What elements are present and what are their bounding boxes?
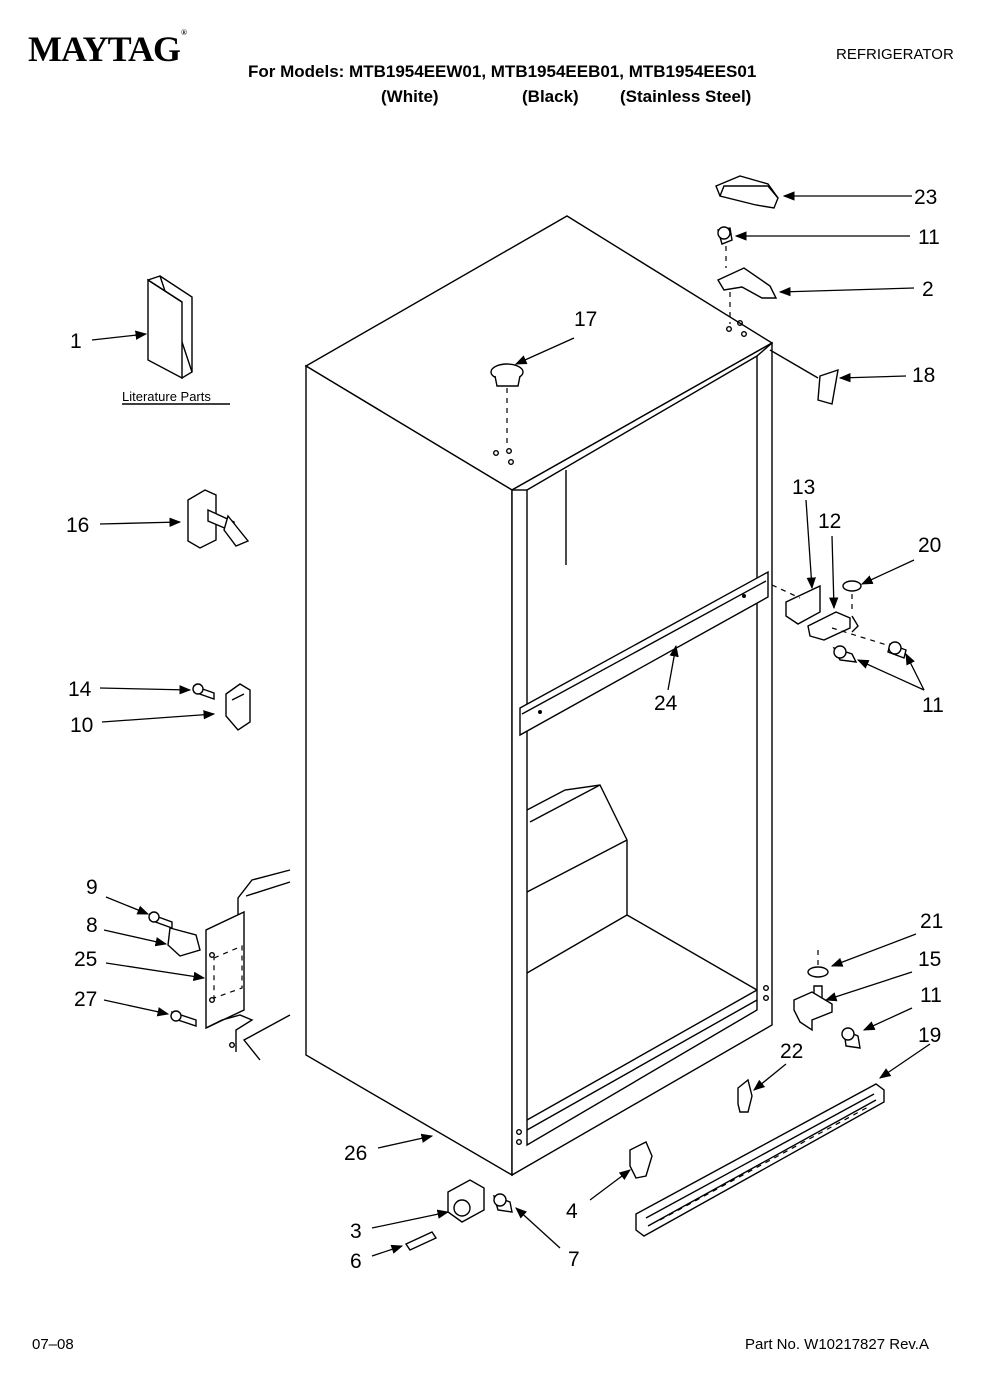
callout-1: 1: [70, 330, 82, 353]
grille-clip-part-lower: [629, 1141, 653, 1179]
product-category: REFRIGERATOR: [836, 46, 954, 63]
callout-22: 22: [780, 1040, 803, 1063]
callout-11-bottom: 11: [920, 984, 942, 1007]
leader-arrows: [91, 191, 931, 1257]
top-hinge-screw: [717, 226, 733, 268]
callout-8: 8: [86, 914, 98, 937]
center-hinge-assembly: [771, 580, 907, 663]
callout-26: 26: [344, 1142, 367, 1165]
top-plug-part: [490, 363, 524, 448]
callout-10: 10: [70, 714, 93, 737]
part-number: Part No. W10217827 Rev.A: [745, 1336, 929, 1353]
callout-21: 21: [920, 910, 943, 933]
left-hinge-screw: [192, 683, 215, 700]
callout-13: 13: [792, 476, 815, 499]
literature-parts-label: Literature Parts: [122, 389, 211, 404]
callout-18: 18: [912, 364, 935, 387]
callout-23: 23: [914, 186, 937, 209]
top-hinge-cover: [715, 175, 779, 209]
color-label-white: (White): [381, 87, 439, 106]
hinge-shim-part: [769, 349, 839, 405]
bottom-left-hinge-assembly: [148, 869, 291, 1061]
cabinet: [304, 215, 774, 1177]
callout-20: 20: [918, 534, 941, 557]
color-label-black: (Black): [522, 87, 579, 106]
roller-assembly-part: [404, 1179, 513, 1251]
callout-16: 16: [66, 514, 89, 537]
callout-17: 17: [574, 308, 597, 331]
callout-11-middle: 11: [922, 694, 944, 717]
hinge-bracket-part: [225, 683, 251, 731]
divider-bar: [519, 570, 769, 737]
callout-9: 9: [86, 876, 98, 899]
door-stop-part: [187, 489, 250, 549]
callout-4: 4: [566, 1200, 578, 1223]
callout-2: 2: [922, 278, 934, 301]
callout-25: 25: [74, 948, 97, 971]
color-label-stainless: (Stainless Steel): [620, 87, 752, 106]
bottom-right-hinge-assembly: [793, 950, 861, 1049]
models-line: For Models: MTB1954EEW01, MTB1954EEB01, …: [248, 62, 757, 81]
literature-parts: [147, 275, 193, 380]
revision-date: 07–08: [32, 1336, 74, 1353]
callout-14: 14: [68, 678, 92, 701]
toe-grille-part: [635, 1083, 885, 1237]
callout-27: 27: [74, 988, 97, 1011]
callout-6: 6: [350, 1250, 362, 1273]
callout-24: 24: [654, 692, 678, 715]
callout-11-top: 11: [918, 226, 940, 249]
callout-3: 3: [350, 1220, 362, 1243]
callout-12: 12: [818, 510, 841, 533]
callout-15: 15: [918, 948, 941, 971]
callout-7: 7: [568, 1248, 580, 1271]
callout-19: 19: [918, 1024, 941, 1047]
top-hinge-part: [716, 267, 778, 324]
grille-clip-part: [737, 1078, 753, 1113]
brand-logo: MAYTAG®: [28, 28, 187, 69]
